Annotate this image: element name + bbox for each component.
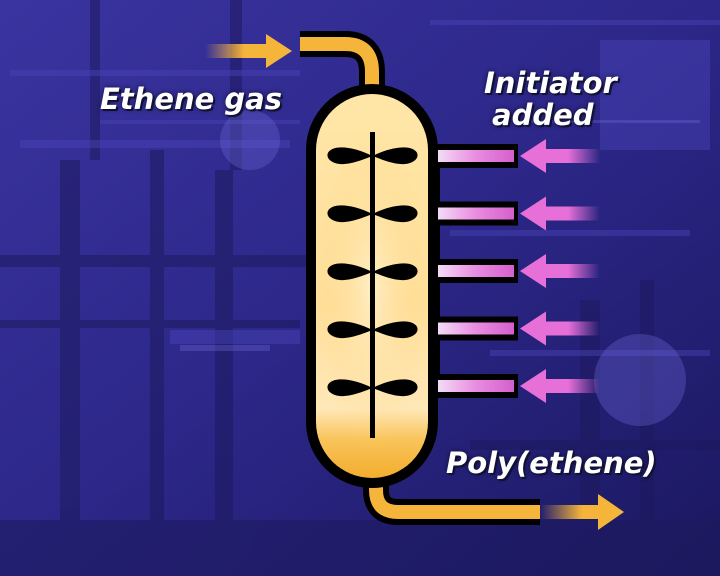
initiator-label-line2: added <box>492 98 594 132</box>
initiator-label-line1: Initiator <box>484 66 617 100</box>
poly-ethene-label: Poly(ethene) <box>446 446 657 480</box>
initiator-arrow <box>520 254 600 288</box>
initiator-arrow <box>520 139 600 173</box>
initiator-pipe <box>436 380 514 392</box>
product-outlet-pipe <box>363 468 540 525</box>
product-output-arrow <box>540 494 624 530</box>
initiator-pipe <box>436 150 514 162</box>
initiator-arrow <box>520 369 600 403</box>
initiator-arrow <box>520 311 600 346</box>
ethene-input-arrow <box>205 34 292 68</box>
initiator-arrow <box>520 196 600 231</box>
stirrer-blade <box>327 263 418 281</box>
stirrer-blade <box>327 321 418 339</box>
ethene-inlet-pipe <box>300 31 385 118</box>
stirrer-blade <box>327 205 418 223</box>
stirrer-blade <box>327 147 418 165</box>
initiator-pipe <box>436 265 514 277</box>
stirrer <box>327 132 418 438</box>
initiator-pipe <box>436 322 514 335</box>
ethene-gas-label: Ethene gas <box>100 82 282 116</box>
stirrer-shaft <box>370 132 375 438</box>
stirrer-blade <box>327 379 418 397</box>
initiator-pipe <box>436 207 514 220</box>
